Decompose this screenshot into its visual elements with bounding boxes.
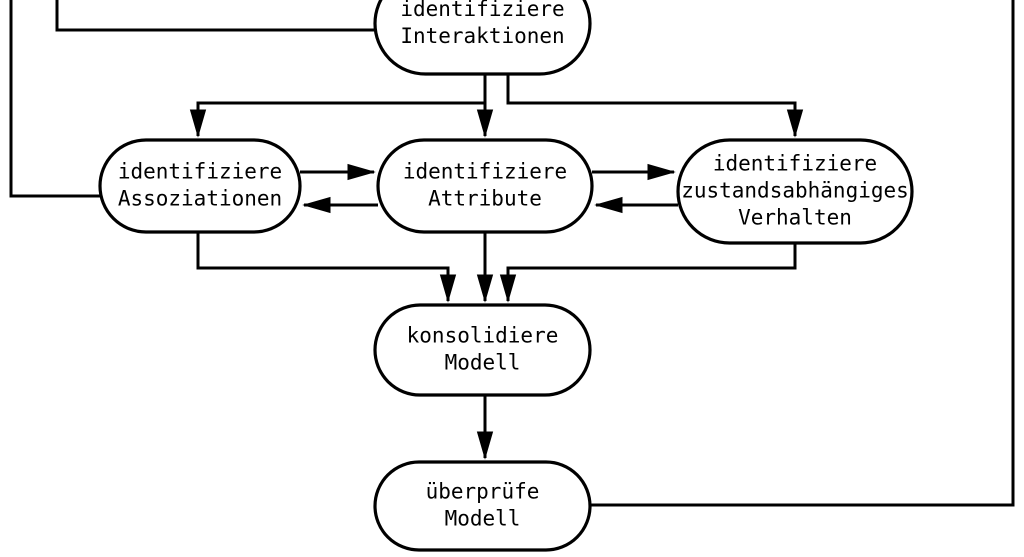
node-label-line: Modell [445, 351, 521, 375]
edge-line [590, 0, 1015, 507]
edge-verhalten-to-attribute [594, 196, 678, 214]
edge-assoziationen-to-attribute [300, 163, 376, 181]
edge-interaktionen-to-verhalten [506, 74, 804, 138]
edge-line [506, 74, 797, 136]
edge-attribute-to-verhalten [592, 163, 676, 181]
node-label-line: Assoziationen [118, 187, 282, 211]
edge-line [196, 74, 487, 136]
arrowhead-icon [786, 109, 804, 138]
node-label-line: Attribute [428, 187, 542, 211]
node-label-line: Modell [445, 507, 521, 531]
node-shape[interactable] [676, 138, 914, 245]
node-shape[interactable] [373, 0, 592, 76]
node-shape[interactable] [98, 138, 302, 234]
node-label-line: identifiziere [403, 160, 567, 184]
node-label-line: konsolidiere [407, 324, 559, 348]
node-label-line: überprüfe [426, 480, 540, 504]
arrowhead-icon [476, 109, 494, 138]
edge-assoziationen-feedback-left [9, 0, 100, 198]
edge-konsolidiere-to-ueberpruefe [476, 395, 494, 460]
edge-assoziationen-to-konsolidiere [196, 232, 457, 303]
arrowhead-icon [499, 274, 517, 303]
node-shape[interactable] [373, 460, 592, 552]
node-label-line: Interaktionen [400, 24, 564, 48]
edge-ueberpruefe-feedback-right [590, 0, 1015, 507]
arrowhead-icon [594, 196, 623, 214]
edge-line [9, 0, 100, 198]
arrowhead-icon [189, 109, 207, 138]
edge-interaktionen-to-attribute [476, 74, 494, 138]
arrowhead-icon [647, 163, 676, 181]
edge-interaktionen-feedback-left [55, 0, 375, 32]
edge-line [196, 232, 450, 301]
node-shape[interactable] [373, 303, 592, 397]
node-label-line: Verhalten [738, 206, 852, 230]
node-label-line: zustandsabhängiges [681, 179, 909, 203]
arrowhead-icon [476, 274, 494, 303]
edge-line [55, 0, 375, 32]
edge-attribute-to-konsolidiere [476, 232, 494, 303]
arrowhead-icon [347, 163, 376, 181]
arrowhead-icon [439, 274, 457, 303]
node-shape[interactable] [376, 138, 594, 234]
node-label-line: identifiziere [713, 152, 877, 176]
arrowhead-icon [476, 431, 494, 460]
edges-layer [9, 0, 1015, 507]
edge-verhalten-to-konsolidiere [499, 243, 797, 303]
edge-line [506, 243, 797, 301]
node-label-line: identifiziere [118, 160, 282, 184]
node-label-line: identifiziere [400, 0, 564, 21]
edge-attribute-to-assoziationen [302, 196, 378, 214]
edge-interaktionen-to-assoziationen [189, 74, 487, 138]
arrowhead-icon [302, 196, 331, 214]
